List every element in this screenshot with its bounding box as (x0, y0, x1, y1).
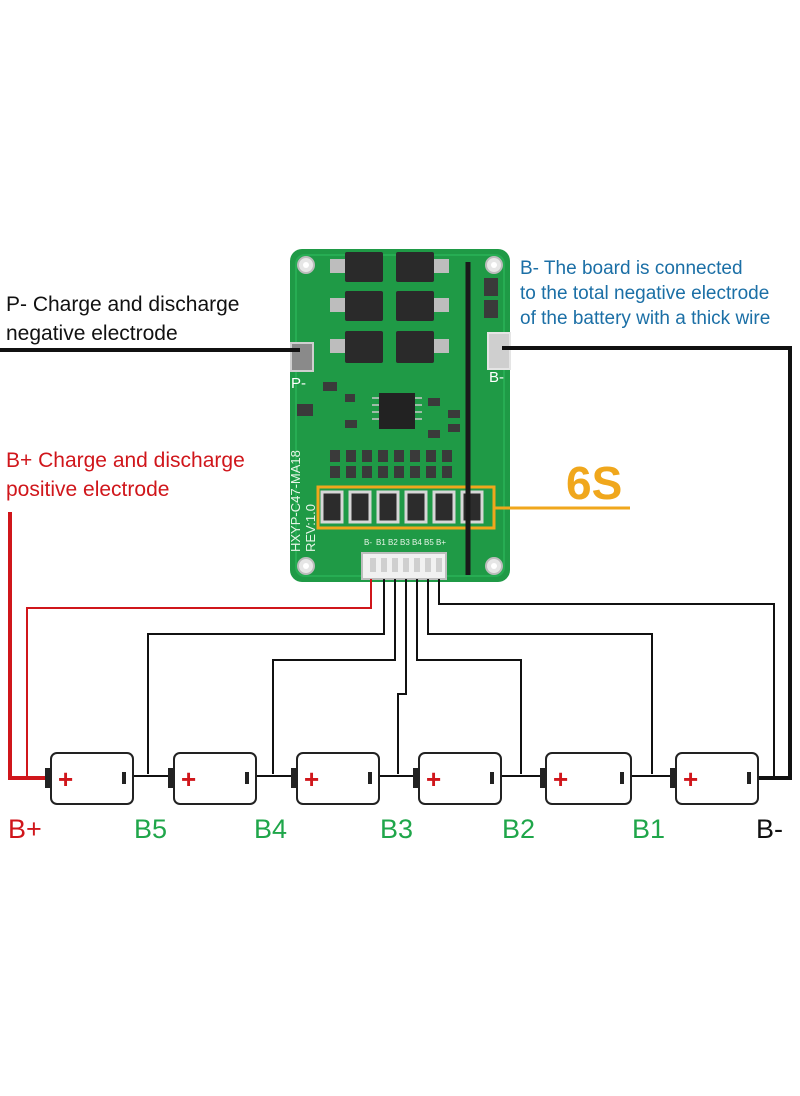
battery-string: + + + + + + (45, 752, 759, 805)
svg-text:B3: B3 (400, 538, 410, 547)
wiring (0, 346, 792, 780)
battery-cell: + (413, 752, 502, 805)
battery-cell: + (540, 752, 632, 805)
b-minus-pad (487, 332, 511, 370)
pad-label-b-minus: B- (489, 369, 504, 386)
b-plus-annotation-line-2: positive electrode (6, 478, 170, 501)
svg-text:B-: B- (364, 538, 372, 547)
b-plus-main-wire (8, 512, 46, 780)
negative-terminal-icon (490, 772, 494, 784)
mounting-holes (297, 256, 503, 575)
negative-terminal-icon (368, 772, 372, 784)
battery-cell: + (168, 752, 257, 805)
p-minus-pad (290, 342, 314, 372)
node-label-b-plus: B+ (8, 814, 42, 844)
pad-label-p-minus: P- (291, 375, 306, 392)
positive-terminal-icon: + (683, 764, 698, 794)
mosfet-array (330, 252, 449, 363)
bms-board: P- B- (288, 249, 630, 582)
svg-text:B1: B1 (376, 538, 386, 547)
battery-cell: + (45, 752, 134, 805)
negative-terminal-icon (620, 772, 624, 784)
node-label-b-minus: B- (756, 814, 783, 844)
b-plus-annotation: B+ Charge and discharge positive electro… (6, 446, 245, 504)
b-minus-main-wire (502, 346, 792, 780)
positive-terminal-icon: + (181, 764, 196, 794)
b-minus-annotation-line-3: of the battery with a thick wire (520, 308, 771, 329)
b4-sense-wire (272, 579, 396, 774)
p-minus-annotation-line-1: P- Charge and discharge (6, 293, 240, 316)
battery-cell: + (291, 752, 380, 805)
b-plus-annotation-line-1: B+ Charge and discharge (6, 449, 245, 472)
b-minus-annotation-line-1: B- The board is connected (520, 258, 743, 279)
battery-cell: + (670, 752, 759, 805)
node-label-b3: B3 (380, 814, 414, 844)
b-minus-annotation-line-2: to the total negative electrode (520, 283, 770, 304)
p-minus-annotation: P- Charge and discharge negative electro… (6, 290, 239, 348)
negative-terminal-icon (245, 772, 249, 784)
b3-sense-wire (397, 579, 407, 774)
node-label-b2: B2 (502, 814, 536, 844)
b-minus-sense-wire (438, 579, 775, 778)
protection-ic (379, 393, 415, 429)
negative-terminal-icon (122, 772, 126, 784)
positive-terminal-icon: + (426, 764, 441, 794)
positive-terminal-icon: + (304, 764, 319, 794)
svg-text:B+: B+ (436, 538, 446, 547)
b1-sense-wire (427, 579, 653, 774)
positive-terminal-icon: + (58, 764, 73, 794)
board-revision: REV:1.0 (303, 504, 318, 552)
positive-terminal-icon: + (553, 764, 568, 794)
b-minus-annotation: B- The board is connected to the total n… (520, 256, 770, 331)
board-silkscreen: HXYP-C47-MA18 (288, 450, 303, 552)
svg-text:B5: B5 (424, 538, 434, 547)
smd-components (297, 278, 498, 478)
node-label-b5: B5 (134, 814, 168, 844)
b-plus-sense-wire (26, 579, 372, 778)
p-minus-annotation-line-2: negative electrode (6, 322, 178, 345)
svg-text:B4: B4 (412, 538, 422, 547)
connector-pin-labels: B- B1 B2 B3 B4 B5 B+ (364, 538, 446, 547)
node-label-b4: B4 (254, 814, 288, 844)
negative-terminal-icon (747, 772, 751, 784)
svg-text:B2: B2 (388, 538, 398, 547)
cell-count-label: 6S (566, 457, 623, 509)
b2-sense-wire (416, 579, 522, 774)
b5-sense-wire (147, 579, 385, 774)
node-label-b1: B1 (632, 814, 666, 844)
